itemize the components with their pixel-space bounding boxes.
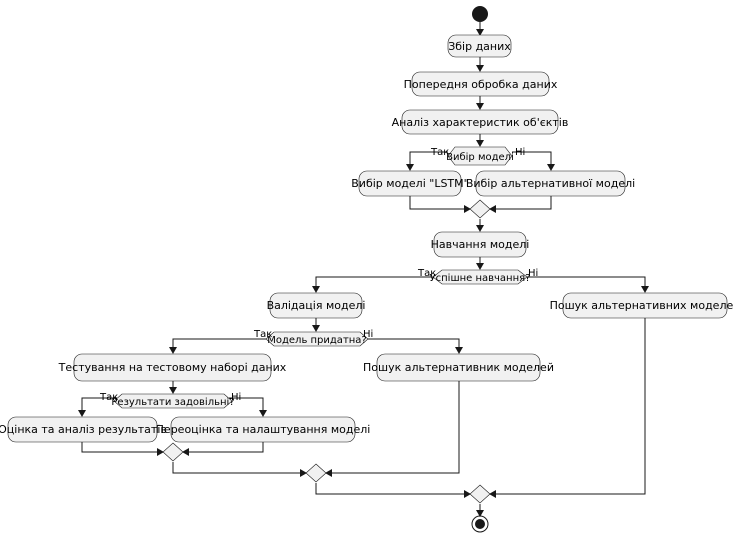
arrowhead: [169, 347, 177, 354]
branch-label-no: Ні: [515, 146, 525, 158]
arrowhead: [182, 448, 189, 456]
merge-model-choice: [469, 199, 491, 219]
arrowhead: [489, 205, 496, 213]
edge-training-no: [527, 276, 646, 286]
arrowhead: [547, 164, 555, 171]
branch-label-yes: Так: [253, 329, 272, 340]
edge-merge3-merge2: [172, 462, 300, 474]
activity-analyze: Аналіз характеристик об'єктів: [392, 109, 569, 135]
activity-retune: Переоцінка та налаштування моделі: [156, 416, 371, 443]
edge-training-yes: [315, 276, 433, 286]
branch-label-yes: Так: [430, 147, 449, 158]
arrowhead: [464, 205, 471, 213]
activity-search-alt-mid: Пошук альтернативник моделей: [363, 353, 554, 382]
edge-results-no: [229, 397, 264, 410]
activity-choose-alt-label: Вибір альтернативної моделі: [466, 177, 635, 190]
activity-choose-lstm: Вибір моделі "LSTM": [351, 170, 469, 197]
edge-fit-yes: [172, 338, 275, 347]
arrowhead: [300, 469, 307, 477]
edge-model-choice-yes: [409, 151, 448, 165]
decision-training-success-label: Успішне навчання?: [430, 272, 531, 284]
edge-lstm-merge: [409, 196, 464, 210]
activity-train: Навчання моделі: [431, 231, 530, 258]
arrowhead: [455, 347, 463, 354]
start-node: [472, 6, 488, 22]
arrowhead: [259, 410, 267, 417]
branch-label-yes: Так: [99, 392, 118, 403]
decision-results-ok-label: Результати задовільні?: [111, 396, 234, 408]
activity-test-label: Тестування на тестовому наборі даних: [58, 361, 287, 374]
arrowhead: [476, 225, 484, 232]
activity-retune-label: Переоцінка та налаштування моделі: [156, 423, 371, 436]
activity-evaluate: Оцінка та аналіз результатів: [0, 416, 167, 443]
arrowhead: [641, 286, 649, 293]
activity-preprocess-label: Попередня обробка даних: [404, 78, 558, 91]
activity-preprocess: Попередня обробка даних: [404, 71, 558, 97]
decision-model-choice: Вибір моделі: [446, 146, 514, 166]
activity-collect: Збір даних: [447, 34, 512, 58]
branch-label-no: Ні: [231, 391, 241, 403]
activity-validate: Валідація моделі: [267, 292, 366, 319]
decision-model-fit: Модель придатна?: [265, 331, 369, 347]
arrowhead: [312, 325, 320, 332]
merge-model-fit: [305, 463, 327, 483]
edge-retune-merge: [189, 442, 264, 453]
arrowhead: [476, 263, 484, 270]
arrowhead: [157, 448, 164, 456]
merge-training: [469, 484, 491, 504]
activity-evaluate-label: Оцінка та аналіз результатів: [0, 423, 167, 436]
activity-choose-alt: Вибір альтернативної моделі: [466, 170, 635, 197]
arrowhead: [489, 490, 496, 498]
arrowhead: [476, 103, 484, 110]
edge-evaluate-merge: [81, 442, 157, 453]
decision-model-choice-label: Вибір моделі: [446, 151, 514, 163]
edge-fit-no: [358, 338, 460, 347]
decision-model-fit-label: Модель придатна?: [267, 335, 367, 346]
merge-results: [162, 442, 184, 462]
arrowhead: [169, 387, 177, 394]
arrowhead: [476, 65, 484, 72]
edges: [81, 22, 646, 511]
activity-test: Тестування на тестовому наборі даних: [58, 353, 287, 382]
activity-search-alt-right: Пошук альтернативних моделей: [550, 292, 734, 319]
end-node: [471, 515, 489, 533]
branch-label-no: Ні: [363, 328, 373, 340]
edge-searchright-merge1: [496, 318, 646, 495]
edge-model-choice-no: [512, 151, 552, 165]
activity-analyze-label: Аналіз характеристик об'єктів: [392, 116, 569, 129]
activity-validate-label: Валідація моделі: [267, 299, 366, 312]
arrowhead: [312, 286, 320, 293]
branch-label-no: Ні: [528, 267, 538, 279]
arrowheads: [78, 29, 649, 517]
activity-collect-label: Збір даних: [448, 40, 511, 53]
branch-label-yes: Так: [417, 268, 436, 279]
edge-results-yes: [81, 397, 117, 410]
edge-searchmid-merge2: [332, 381, 460, 474]
decision-results-ok: Результати задовільні?: [111, 393, 235, 409]
activity-search-alt-mid-label: Пошук альтернативник моделей: [363, 361, 554, 374]
arrowhead: [476, 510, 484, 517]
arrowhead: [476, 29, 484, 36]
edge-alt-merge: [496, 196, 552, 210]
decision-training-success: Успішне навчання?: [430, 269, 531, 285]
arrowhead: [78, 410, 86, 417]
arrowhead: [325, 469, 332, 477]
activity-search-alt-right-label: Пошук альтернативних моделей: [550, 299, 734, 312]
arrowhead: [476, 140, 484, 147]
activity-train-label: Навчання моделі: [431, 238, 530, 251]
arrowhead: [464, 490, 471, 498]
arrowhead: [406, 164, 414, 171]
edge-merge2-merge1: [315, 483, 464, 495]
activity-choose-lstm-label: Вибір моделі "LSTM": [351, 177, 468, 190]
